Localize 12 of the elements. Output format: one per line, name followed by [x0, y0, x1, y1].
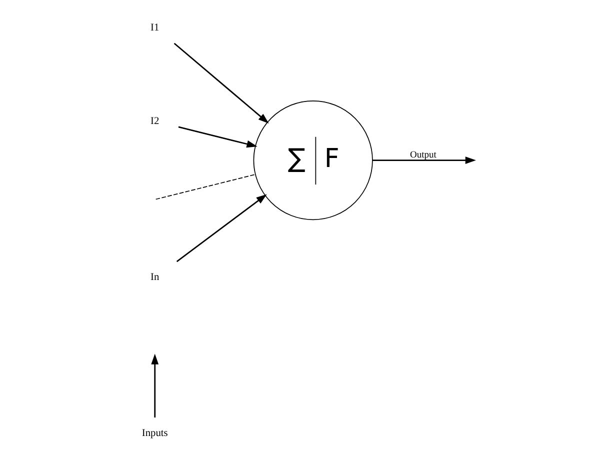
arrow — [173, 42, 268, 124]
arrow — [372, 156, 476, 164]
arrow — [150, 354, 158, 418]
node-text: In — [150, 272, 159, 283]
node-text: I1 — [150, 22, 159, 34]
connector — [154, 174, 256, 200]
edge-label: Output — [409, 150, 436, 161]
node-text: I2 — [150, 116, 159, 127]
arrow — [178, 126, 257, 148]
node-text: Inputs — [141, 428, 168, 440]
arrow — [176, 194, 266, 262]
node-circle: ∑ F — [252, 100, 372, 220]
